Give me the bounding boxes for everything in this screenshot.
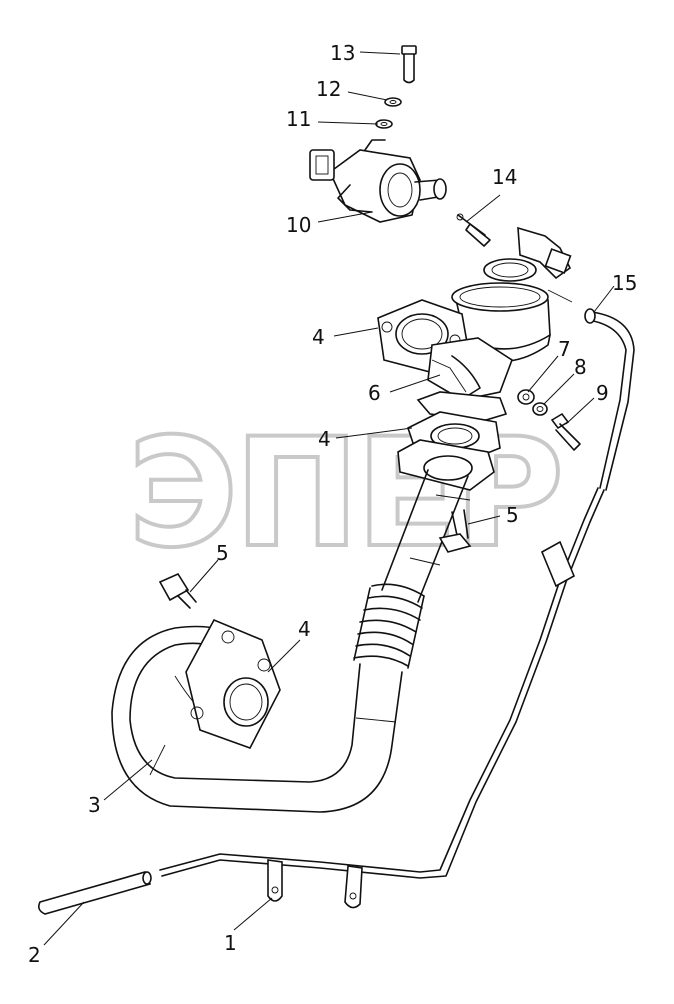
callout-4-lower: 4 — [298, 617, 311, 641]
part-4-lower-flange — [185, 618, 281, 749]
part-13-bolt — [401, 45, 417, 84]
callout-4-middle: 4 — [318, 427, 331, 451]
callout-4-upper: 4 — [312, 325, 325, 349]
part-2-hose — [38, 871, 152, 915]
callout-2: 2 — [28, 943, 41, 967]
callout-14: 14 — [492, 165, 517, 189]
part-5-bolt-upper — [438, 509, 472, 553]
part-12-washer — [384, 97, 402, 107]
part-6-adapter — [416, 337, 513, 421]
part-10-actuator — [309, 139, 447, 223]
callout-12: 12 — [316, 77, 341, 101]
egr-bellows — [353, 583, 425, 669]
egr-valve-assembly — [451, 226, 573, 363]
callout-8: 8 — [574, 355, 587, 379]
part-5-bolt-lower — [158, 572, 197, 609]
callout-10: 10 — [286, 213, 311, 237]
callout-7: 7 — [558, 337, 571, 361]
callout-1: 1 — [224, 931, 237, 955]
part-7-washer — [517, 389, 535, 405]
part-15-hose — [584, 308, 635, 491]
leader-lines — [43, 51, 615, 946]
callout-11: 11 — [286, 107, 311, 131]
part-8-washer — [532, 402, 548, 416]
callout-13: 13 — [330, 41, 355, 65]
part-14-pin — [456, 213, 491, 247]
callout-5-upper: 5 — [506, 503, 519, 527]
callout-15: 15 — [612, 271, 637, 295]
part-3-lower-pipe — [111, 625, 403, 813]
part-11-washer — [375, 119, 393, 129]
egr-pipe-upper — [381, 439, 495, 603]
callout-5-lower: 5 — [216, 541, 229, 565]
callout-labels: 13 12 11 10 14 15 4 6 7 8 9 4 5 5 4 3 1 … — [28, 41, 637, 967]
callout-9: 9 — [596, 381, 609, 405]
callout-3: 3 — [88, 793, 101, 817]
callout-6: 6 — [368, 381, 381, 405]
part-1-rod-bracket — [159, 487, 605, 909]
